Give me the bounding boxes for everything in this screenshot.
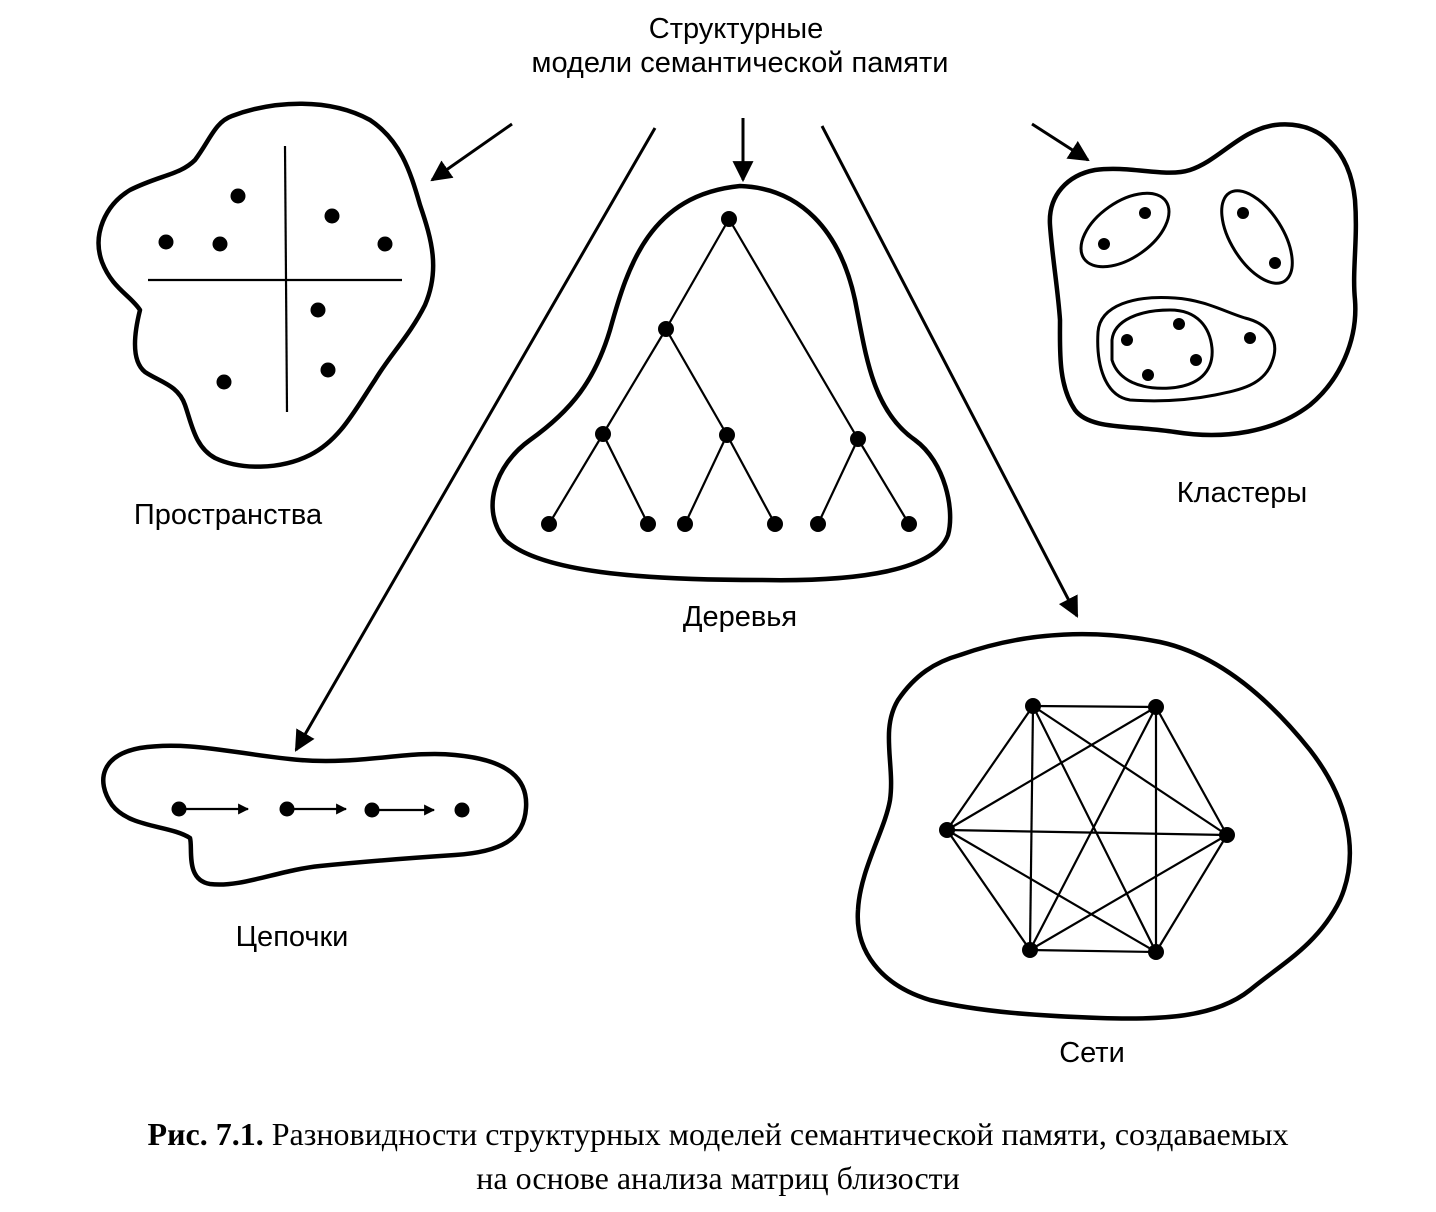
tree-node xyxy=(850,431,866,447)
network-edge xyxy=(946,828,1228,837)
network-edge xyxy=(946,829,1031,951)
network-node xyxy=(1148,944,1164,960)
networks-label: Сети xyxy=(1059,1037,1125,1069)
network-node xyxy=(1025,698,1041,714)
network-node xyxy=(1219,827,1235,843)
tree-edge xyxy=(684,434,728,525)
caption-text-1: Разновидности структурных моделей семант… xyxy=(271,1116,1289,1152)
network-edge xyxy=(1155,706,1228,836)
tree-node xyxy=(658,321,674,337)
cluster-outer-group xyxy=(1096,296,1277,403)
network-node xyxy=(1022,942,1038,958)
network-edges xyxy=(946,704,1228,954)
cluster-inner-group xyxy=(1110,308,1214,390)
tree-node xyxy=(677,516,693,532)
network-edge xyxy=(1032,705,1157,953)
cluster-pair-right xyxy=(1220,189,1294,285)
figure-caption: Рис. 7.1. Разновидности структурных моде… xyxy=(0,1112,1436,1200)
clusters-label: Кластеры xyxy=(1177,477,1308,509)
cluster-node xyxy=(1173,318,1185,330)
caption-number: Рис. 7.1. xyxy=(147,1116,264,1152)
tree-edge xyxy=(665,328,728,436)
tree-edge xyxy=(726,434,776,525)
spaces-node xyxy=(216,374,232,390)
tree-node xyxy=(901,516,917,532)
network-edge xyxy=(1155,834,1228,953)
tree-node xyxy=(810,516,826,532)
network-node xyxy=(1148,699,1164,715)
cluster-pair-left xyxy=(1079,191,1171,269)
cluster-node xyxy=(1142,369,1154,381)
network-edge xyxy=(946,829,1157,953)
tree-edge xyxy=(548,433,604,525)
spaces-node xyxy=(310,302,326,318)
network-edge xyxy=(1028,705,1035,951)
tree-edge xyxy=(602,328,667,435)
cluster-node xyxy=(1139,207,1151,219)
network-edge xyxy=(1029,834,1228,951)
chain-node xyxy=(364,802,380,818)
tree-edge xyxy=(857,438,910,525)
networks-outline xyxy=(855,631,1353,1021)
spaces-node xyxy=(230,188,246,204)
clusters-model xyxy=(1047,122,1359,438)
cluster-node xyxy=(1190,354,1202,366)
chain-node xyxy=(279,801,295,817)
cluster-node xyxy=(1098,238,1110,250)
cluster-node xyxy=(1121,334,1133,346)
trees-label: Деревья xyxy=(683,601,797,633)
spaces-outline xyxy=(96,101,436,469)
title-arrows xyxy=(294,118,1090,752)
arrow-to-chains xyxy=(294,127,657,752)
network-edge xyxy=(946,705,1034,831)
tree-edge xyxy=(665,218,730,330)
tree-node xyxy=(595,426,611,442)
cluster-node xyxy=(1237,207,1249,219)
arrow-to-spaces xyxy=(430,122,513,182)
title-line-1: Структурные xyxy=(649,13,823,45)
spaces-node xyxy=(158,234,174,250)
arrow-to-clusters xyxy=(1031,122,1090,162)
chains-model xyxy=(101,743,529,887)
tree-edge xyxy=(728,218,859,440)
spaces-label: Пространства xyxy=(134,499,323,531)
network-edge xyxy=(1032,705,1228,836)
spaces-node xyxy=(377,236,393,252)
cluster-node xyxy=(1269,257,1281,269)
trees-model xyxy=(490,183,953,583)
network-edge xyxy=(1032,704,1157,709)
network-edge xyxy=(1029,948,1157,954)
spaces-node xyxy=(320,362,336,378)
arrow-to-networks xyxy=(820,125,1079,618)
networks-model xyxy=(855,631,1353,1021)
trees-outline xyxy=(490,183,953,583)
network-edge xyxy=(946,706,1157,831)
spaces-node xyxy=(212,236,228,252)
chains-label: Цепочки xyxy=(236,921,349,953)
title-line-2: модели семантической памяти xyxy=(532,47,949,79)
cluster-node xyxy=(1244,332,1256,344)
tree-node xyxy=(767,516,783,532)
chain-node xyxy=(171,801,187,817)
spaces-node xyxy=(324,208,340,224)
network-edge xyxy=(1029,706,1157,951)
tree-node xyxy=(640,516,656,532)
tree-node xyxy=(721,211,737,227)
network-node xyxy=(939,822,955,838)
tree-node xyxy=(541,516,557,532)
tree-node xyxy=(719,427,735,443)
chains-outline xyxy=(101,743,529,887)
spaces-model xyxy=(96,101,436,469)
tree-edge xyxy=(817,438,859,525)
clusters-outline xyxy=(1047,122,1359,438)
caption-line-2: на основе анализа матриц близости xyxy=(476,1160,960,1196)
tree-edge xyxy=(602,433,649,525)
chain-node xyxy=(454,802,470,818)
caption-line-1: Рис. 7.1. Разновидности структурных моде… xyxy=(0,1112,1436,1156)
